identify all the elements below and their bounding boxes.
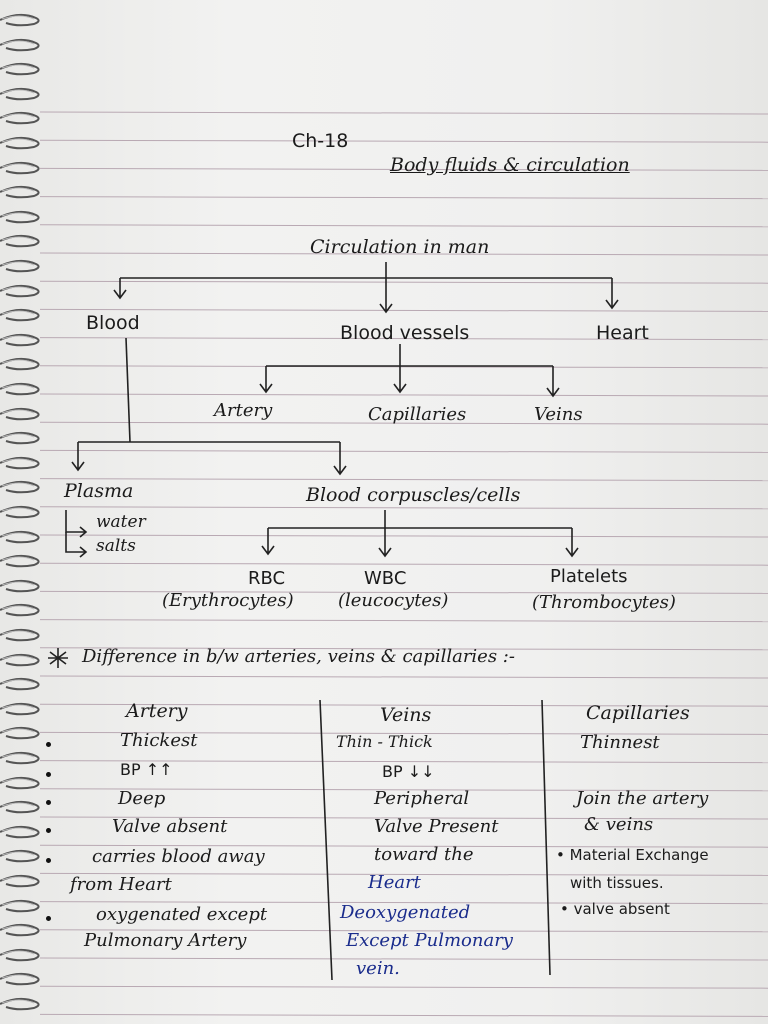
artery-row-1: Thickest — [120, 730, 198, 751]
plasma-salts: salts — [96, 536, 136, 556]
bullet — [46, 858, 51, 863]
plasma-water: water — [96, 512, 146, 532]
capillaries-row-4: • Material Exchange — [556, 846, 709, 864]
root-node: Circulation in man — [310, 236, 490, 258]
node-artery: Artery — [214, 400, 273, 421]
spiral-ring — [0, 209, 42, 224]
spiral-ring — [0, 676, 42, 691]
spiral-ring — [0, 356, 42, 371]
spiral-ring — [0, 701, 42, 716]
chapter-label: Ch-18 — [292, 130, 349, 152]
veins-row-4: Valve Present — [374, 816, 499, 837]
spiral-ring — [0, 725, 42, 740]
spiral-ring — [0, 848, 42, 863]
bullet — [46, 800, 51, 805]
veins-row-1: Thin - Thick — [336, 732, 433, 751]
node-capillaries: Capillaries — [368, 404, 467, 425]
artery-row-2: BP ↑↑ — [120, 760, 173, 779]
spiral-ring — [0, 873, 42, 888]
artery-row-7: oxygenated except — [96, 904, 268, 925]
spiral-ring — [0, 602, 42, 617]
node-platelets: Platelets — [550, 566, 628, 587]
spiral-ring — [0, 824, 42, 839]
bullet — [46, 742, 51, 747]
capillaries-row-6: • valve absent — [560, 900, 670, 918]
spiral-ring — [0, 799, 42, 814]
bullet — [46, 828, 51, 833]
veins-row-2: BP ↓↓ — [382, 762, 435, 781]
veins-row-7: Deoxygenated — [340, 902, 471, 923]
spiral-ring — [0, 529, 42, 543]
capillaries-row-2: Join the artery — [576, 788, 709, 809]
artery-row-3: Deep — [118, 788, 166, 809]
veins-row-8: Except Pulmonary — [346, 930, 513, 951]
artery-row-6: from Heart — [70, 874, 172, 895]
header-veins: Veins — [380, 704, 432, 726]
spiral-ring — [0, 430, 42, 445]
node-platelets-alt: (Thrombocytes) — [532, 592, 676, 613]
capillaries-row-5: with tissues. — [570, 874, 664, 892]
spiral-ring — [0, 233, 42, 248]
header-capillaries: Capillaries — [586, 702, 690, 724]
spiral-ring — [0, 283, 42, 297]
node-heart: Heart — [596, 322, 649, 344]
node-blood-corpuscles: Blood corpuscles/cells — [306, 484, 521, 506]
node-plasma: Plasma — [64, 480, 134, 502]
spiral-ring — [0, 922, 42, 937]
spiral-ring — [0, 652, 42, 666]
node-blood: Blood — [86, 312, 140, 334]
node-rbc-alt: (Erythrocytes) — [162, 590, 294, 611]
spiral-ring — [0, 406, 42, 420]
spiral-ring — [0, 627, 42, 642]
spiral-ring — [0, 578, 42, 593]
veins-row-3: Peripheral — [374, 788, 470, 809]
spiral-ring — [0, 37, 42, 51]
node-veins: Veins — [534, 404, 583, 425]
spiral-ring — [0, 381, 42, 396]
page-title: Body fluids & circulation — [390, 154, 630, 176]
spiral-ring — [0, 971, 42, 986]
artery-row-4: Valve absent — [112, 816, 228, 837]
spiral-ring — [0, 258, 42, 273]
header-artery: Artery — [126, 700, 188, 722]
spiral-ring — [0, 750, 42, 765]
spiral-ring — [0, 184, 42, 199]
node-blood-vessels: Blood vessels — [340, 322, 470, 344]
spiral-ring — [0, 479, 42, 494]
spiral-ring — [0, 504, 42, 519]
spiral-ring — [0, 86, 42, 101]
spiral-ring — [0, 947, 42, 962]
spiral-ring — [0, 898, 42, 912]
difference-heading: Difference in b/w arteries, veins & capi… — [82, 646, 515, 667]
spiral-ring — [0, 553, 42, 568]
veins-row-9: vein. — [356, 958, 400, 979]
capillaries-row-1: Thinnest — [580, 732, 660, 753]
bullet — [46, 772, 51, 777]
capillaries-row-3: & veins — [584, 814, 654, 835]
spiral-ring — [0, 996, 42, 1011]
node-rbc: RBC — [248, 568, 286, 589]
spiral-ring — [0, 160, 42, 174]
bullet — [46, 916, 51, 921]
artery-row-8: Pulmonary Artery — [84, 930, 247, 951]
spiral-ring — [0, 110, 42, 125]
node-wbc-alt: (leucocytes) — [338, 590, 449, 611]
spiral-ring — [0, 12, 42, 27]
spiral-ring — [0, 135, 42, 150]
spiral-ring — [0, 307, 42, 322]
spiral-ring — [0, 332, 42, 347]
spiral-ring — [0, 61, 42, 76]
node-wbc: WBC — [364, 568, 407, 589]
spiral-ring — [0, 455, 42, 470]
artery-row-5: carries blood away — [92, 846, 265, 867]
spiral-ring — [0, 775, 42, 789]
veins-row-5: toward the — [374, 844, 474, 865]
veins-row-6: Heart — [368, 872, 421, 893]
